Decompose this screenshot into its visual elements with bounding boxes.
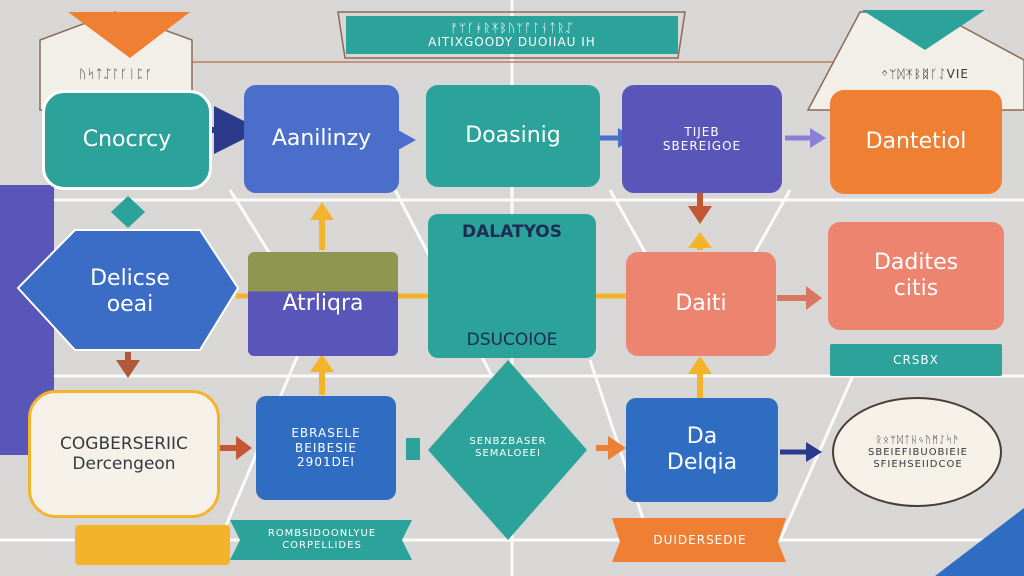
- arrow-head-7: [398, 130, 416, 150]
- duidersedie-shape: [612, 518, 786, 562]
- arrow-head-up-3: [688, 356, 712, 374]
- arrow-head-5: [806, 286, 822, 310]
- node-atrliqra-label: Atrliqra: [282, 290, 364, 316]
- small-diamond: [111, 196, 145, 228]
- node-crsbx-label: CRSBX: [893, 352, 939, 367]
- arrow-head-8: [608, 436, 626, 460]
- bottom-left-block: [75, 525, 230, 565]
- node-da-deliqia-label: Da Delqia: [666, 423, 738, 475]
- node-doasinig-label: Doasinig: [465, 122, 561, 148]
- node-atrliqra[interactable]: Atrliqra: [248, 252, 398, 356]
- node-dantetiol-label: Dantetiol: [865, 128, 967, 154]
- rombsid-shape: [230, 520, 412, 560]
- header-banner-text: ᚡᛘᚴᚼᚱᛡᛒᚢᛘᚩᛚᚾᛏᚱᛢ AITIXGOODY DUOIIAU IH: [428, 20, 596, 49]
- corner-tag-right-text: ᛜᛘᛞᛡᛒᛥᚴᛇVIE: [881, 66, 969, 81]
- node-aanilinzy-label: Aanilinzy: [271, 125, 372, 151]
- node-dalatyos-subtitle: DSUCOIOE: [466, 329, 558, 350]
- ellipse-shape: [832, 397, 1002, 507]
- node-cogbersericc-label: COGBERSERIIC Dercengeon: [60, 433, 188, 474]
- node-tijeb-label: TIJEB SBEREIGOE: [662, 124, 742, 153]
- node-daiti[interactable]: Daiti: [626, 252, 776, 356]
- corner-decoration: [935, 508, 1024, 576]
- node-ebrasele-label: EBRASELE BEIBESIE 2901DEI: [291, 426, 361, 470]
- node-delicse-label: Delicse oeai: [90, 265, 170, 317]
- node-delicse[interactable]: Delicse oeai: [60, 252, 200, 332]
- node-cogbersericc[interactable]: COGBERSERIIC Dercengeon: [28, 390, 220, 518]
- triangle-right: [862, 10, 985, 50]
- arrow-head-down-2: [116, 360, 140, 378]
- node-tijeb[interactable]: TIJEB SBEREIGOE: [622, 85, 782, 193]
- node-aanilinzy[interactable]: Aanilinzy: [244, 85, 399, 193]
- connector-block: [406, 438, 420, 460]
- node-cnocrcy[interactable]: Cnocrcy: [42, 90, 212, 190]
- arrow-head-up-1: [310, 202, 334, 220]
- node-senbzbaser[interactable]: SENBZBASER SEMALOEEI: [448, 418, 568, 478]
- node-dalatyos[interactable]: DALATYOS DSUCOIOE: [428, 214, 596, 358]
- diamond-senbzbaser-shape: [428, 360, 587, 540]
- arrow-head-3: [810, 128, 826, 148]
- node-ellipse-label: ᚱᛟᛘᛞᛏᚺᛃᚤᛗᛇᛋᚫ SBEIEFIBUOBIEIE SFIEHSEIIDC…: [868, 435, 968, 470]
- corner-tag-right: ᛜᛘᛞᛡᛒᛥᚴᛇVIE: [830, 62, 1020, 86]
- triangle-left: [68, 12, 190, 58]
- node-cnocrcy-label: Cnocrcy: [82, 126, 172, 152]
- node-rombsid-label: ROMBSIDOONLYUE CORPELLIDES: [267, 528, 377, 551]
- node-dadites[interactable]: Dadites citis: [828, 222, 1004, 330]
- hexagon-delicse-shape: [16, 229, 240, 351]
- node-dalatyos-title: DALATYOS: [462, 222, 562, 242]
- arrow-head-up-4: [688, 232, 712, 248]
- node-ellipse[interactable]: ᚱᛟᛘᛞᛏᚺᛃᚤᛗᛇᛋᚫ SBEIEFIBUOBIEIE SFIEHSEIIDC…: [840, 410, 996, 496]
- node-doasinig[interactable]: Doasinig: [426, 85, 600, 187]
- node-ebrasele[interactable]: EBRASELE BEIBESIE 2901DEI: [256, 396, 396, 500]
- corner-tag-left: ᚢᛋᛏᛢᛚᚴᛁᛈᚵ: [46, 62, 186, 86]
- node-dantetiol[interactable]: Dantetiol: [830, 90, 1002, 194]
- arrow-head-4: [806, 442, 822, 462]
- node-dadites-label: Dadites citis: [873, 249, 959, 301]
- arrow-head-6: [236, 436, 252, 460]
- node-senbzbaser-label: SENBZBASER SEMALOEEI: [469, 436, 547, 459]
- banner-frame: [337, 11, 686, 59]
- node-duidersedie[interactable]: DUIDERSEDIE: [620, 522, 780, 558]
- header-banner: ᚡᛘᚴᚼᚱᛡᛒᚢᛘᚩᛚᚾᛏᚱᛢ AITIXGOODY DUOIIAU IH: [346, 16, 678, 54]
- corner-tag-left-text: ᚢᛋᛏᛢᛚᚴᛁᛈᚵ: [79, 66, 153, 81]
- arrow-head-down-1: [688, 206, 712, 224]
- arrow-head-up-2: [310, 354, 334, 372]
- node-daiti-label: Daiti: [675, 290, 727, 316]
- node-crsbx[interactable]: CRSBX: [830, 344, 1002, 376]
- node-da-deliqia[interactable]: Da Delqia: [626, 398, 778, 502]
- node-rombsid[interactable]: ROMBSIDOONLYUE CORPELLIDES: [240, 522, 404, 558]
- node-duidersedie-label: DUIDERSEDIE: [653, 532, 747, 547]
